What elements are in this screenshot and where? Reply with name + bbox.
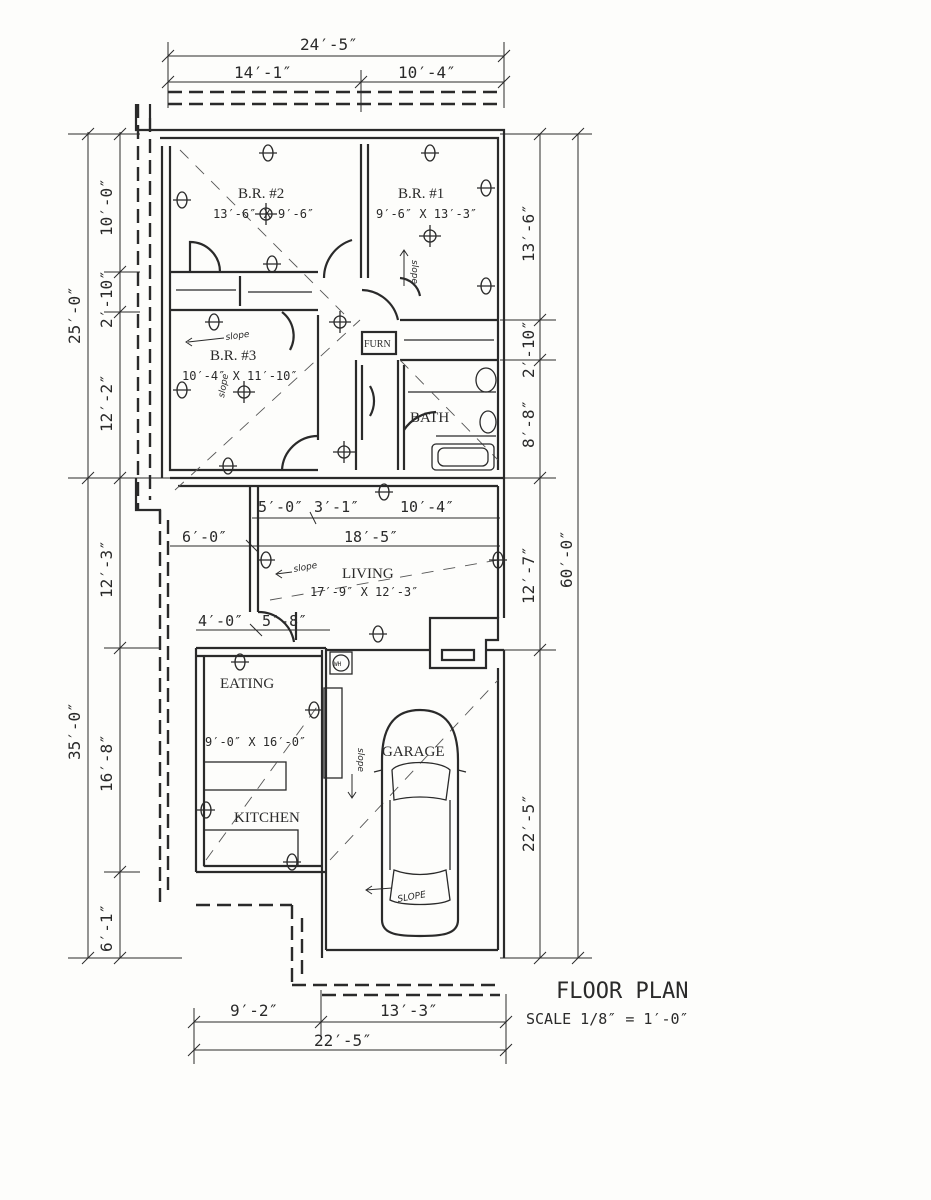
walls — [134, 104, 506, 958]
slope-note-car: SLOPE — [397, 890, 427, 905]
dim-living-width: 18′-5″ — [344, 528, 398, 546]
slope-note-br3: slope — [225, 330, 251, 343]
dim-left-br3: 12′-2″ — [97, 374, 116, 432]
br3-size: 10′-4″ X 11′-10″ — [182, 369, 298, 383]
living-size: 17′-9″ X 12′-3″ — [310, 585, 418, 599]
living-name: LIVING — [342, 566, 394, 582]
slope-note-br1: slope — [409, 260, 419, 284]
slope-note-hall: slope — [217, 373, 231, 399]
water-heater-icon — [329, 651, 353, 675]
dim-kitchen-a: 4′-0″ — [198, 612, 243, 630]
door-swing-icon — [281, 311, 295, 351]
dim-bottom-left: 9′-2″ — [230, 1001, 278, 1020]
door-swing-icon — [369, 385, 376, 417]
dim-kitchen-b: 5′-8″ — [262, 612, 307, 630]
electrical — [173, 144, 507, 871]
dim-right-bath: 8′-8″ — [519, 400, 538, 448]
door-swing-icon — [280, 434, 319, 471]
eating-size: 9′-0″ X 16′-0″ — [205, 735, 306, 749]
dim-right-garage: 22′-5″ — [519, 794, 538, 852]
plan-scale: SCALE 1/8″ = 1′-0″ — [526, 1010, 689, 1028]
door-swings — [188, 238, 437, 643]
furn-label: FURN — [364, 339, 391, 350]
kitchen-label: KITCHEN — [234, 810, 300, 826]
dim-left-br2: 10′-0″ — [97, 178, 116, 236]
br1-size: 9′-6″ X 13′-3″ — [376, 207, 477, 221]
dim-top-left: 14′-1″ — [234, 63, 292, 82]
dim-left-upper-total: 25′-0″ — [65, 286, 84, 344]
dim-top-overall: 24′-5″ — [300, 35, 358, 54]
garage-label: GARAGE — [382, 744, 445, 760]
dim-right-overall: 60′-0″ — [557, 530, 576, 588]
dimension-lines — [68, 42, 592, 1064]
toilet-icon — [479, 410, 497, 434]
dim-hall-b: 3′-1″ — [314, 498, 359, 516]
door-swing-icon — [257, 610, 296, 643]
dim-right-closet: 2′-10″ — [519, 320, 538, 378]
br2-size: 13′-6″ X 9′-6″ — [213, 207, 314, 221]
porch-outline — [136, 90, 504, 997]
br2-name: B.R. #2 — [238, 186, 284, 202]
dim-top-right: 10′-4″ — [398, 63, 456, 82]
dim-right-br1: 13′-6″ — [519, 204, 538, 262]
dim-right-living: 12′-7″ — [519, 546, 538, 604]
fixtures: WH — [329, 367, 497, 675]
slope-notes: slope slope slope slope slope SLOPE — [185, 249, 427, 905]
dim-left-kitchen: 16′-8″ — [97, 734, 116, 792]
door-swing-icon — [322, 238, 353, 279]
eating-label: EATING — [220, 676, 274, 692]
br1-name: B.R. #1 — [398, 186, 444, 202]
dim-left-lower-total: 35′-0″ — [65, 702, 84, 760]
door-swing-icon — [399, 276, 422, 297]
wh-label: WH — [334, 661, 342, 668]
slope-note-living: slope — [293, 561, 319, 575]
bath-label: BATH — [410, 410, 449, 426]
dimension-text: 24′-5″ 14′-1″ 10′-4″ 25′-0″ 10′-0″ 2′-10… — [65, 35, 576, 1050]
door-swing-icon — [361, 288, 400, 321]
dim-hall-step: 6′-0″ — [182, 528, 227, 546]
car-icon — [373, 708, 467, 938]
bathtub-icon — [431, 443, 495, 471]
door-swing-icon — [188, 240, 222, 273]
room-labels: B.R. #2 13′-6″ X 9′-6″ B.R. #1 9′-6″ X 1… — [182, 186, 477, 826]
dim-bottom-right: 13′-3″ — [380, 1001, 438, 1020]
dim-hall-c: 10′-4″ — [400, 498, 454, 516]
toilet-icon — [475, 367, 497, 393]
door-swing-icon — [403, 410, 437, 431]
hatch-lines — [174, 149, 499, 861]
plan-title: FLOOR PLAN — [556, 979, 688, 1004]
br3-name: B.R. #3 — [210, 348, 256, 364]
dim-left-living: 12′-3″ — [97, 540, 116, 598]
dim-left-closet: 2′-10″ — [97, 270, 116, 328]
title-block: FLOOR PLAN SCALE 1/8″ = 1′-0″ — [526, 979, 689, 1028]
dim-hall-a: 5′-0″ — [258, 498, 303, 516]
slope-note-garage: slope — [355, 748, 365, 772]
dim-bottom-overall: 22′-5″ — [314, 1031, 372, 1050]
dim-left-entry: 6′-1″ — [97, 904, 116, 952]
